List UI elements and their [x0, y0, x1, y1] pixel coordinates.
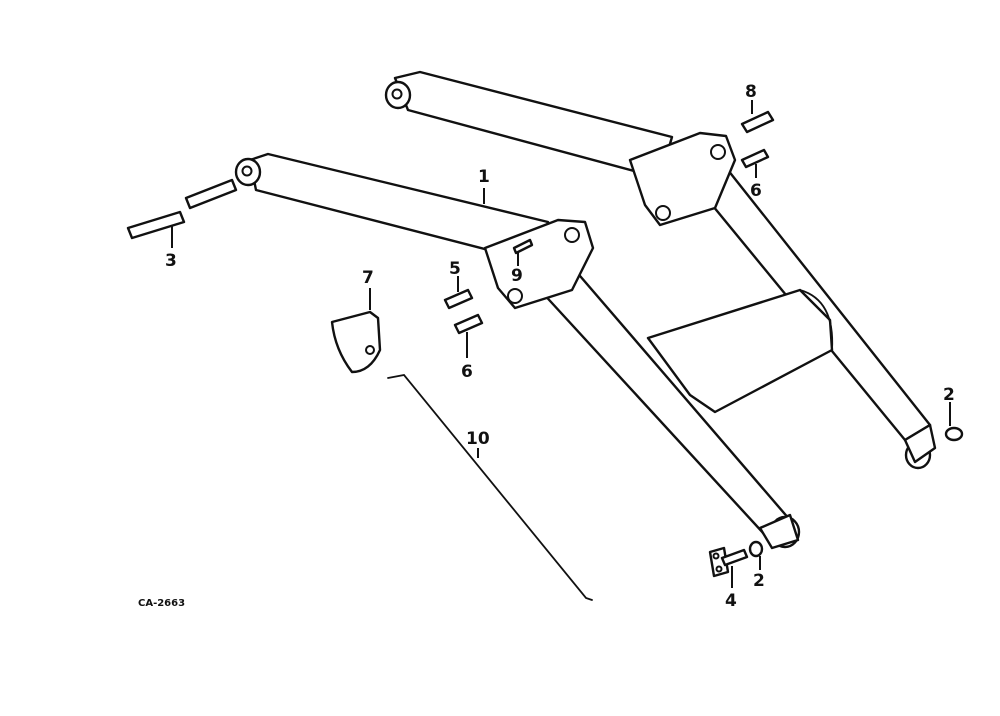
callout-6-upper: 6 [750, 181, 762, 201]
rod-part-10 [387, 374, 593, 601]
rear-mounting-bracket [628, 131, 737, 227]
front-boom-arm [234, 152, 801, 550]
pin-part-3 [126, 178, 238, 248]
drawing-code: CA-2663 [138, 598, 185, 609]
callout-3: 3 [165, 251, 177, 271]
callout-7: 7 [362, 268, 374, 288]
callout-2-right: 2 [943, 385, 955, 405]
pin-part-6-lower [453, 313, 484, 358]
callout-10: 10 [466, 429, 490, 449]
callout-9: 9 [511, 266, 523, 286]
cross-tube [646, 288, 834, 414]
front-mounting-bracket [483, 218, 595, 310]
callout-6-lower: 6 [461, 362, 473, 382]
pin-part-5 [443, 276, 474, 310]
pin-part-8 [740, 100, 775, 134]
shield-part-7 [330, 288, 382, 374]
cotter-pin-part-9 [512, 238, 534, 266]
callout-2-lower: 2 [753, 571, 765, 591]
callout-5: 5 [449, 259, 461, 279]
pin-part-6-upper [740, 148, 770, 178]
callout-1: 1 [478, 167, 490, 187]
bushing-part-2-lower [748, 540, 764, 570]
callout-8: 8 [745, 82, 757, 102]
bushing-part-2-right [944, 402, 964, 442]
plate-pin-part-4 [708, 546, 749, 588]
callout-4: 4 [725, 591, 737, 611]
